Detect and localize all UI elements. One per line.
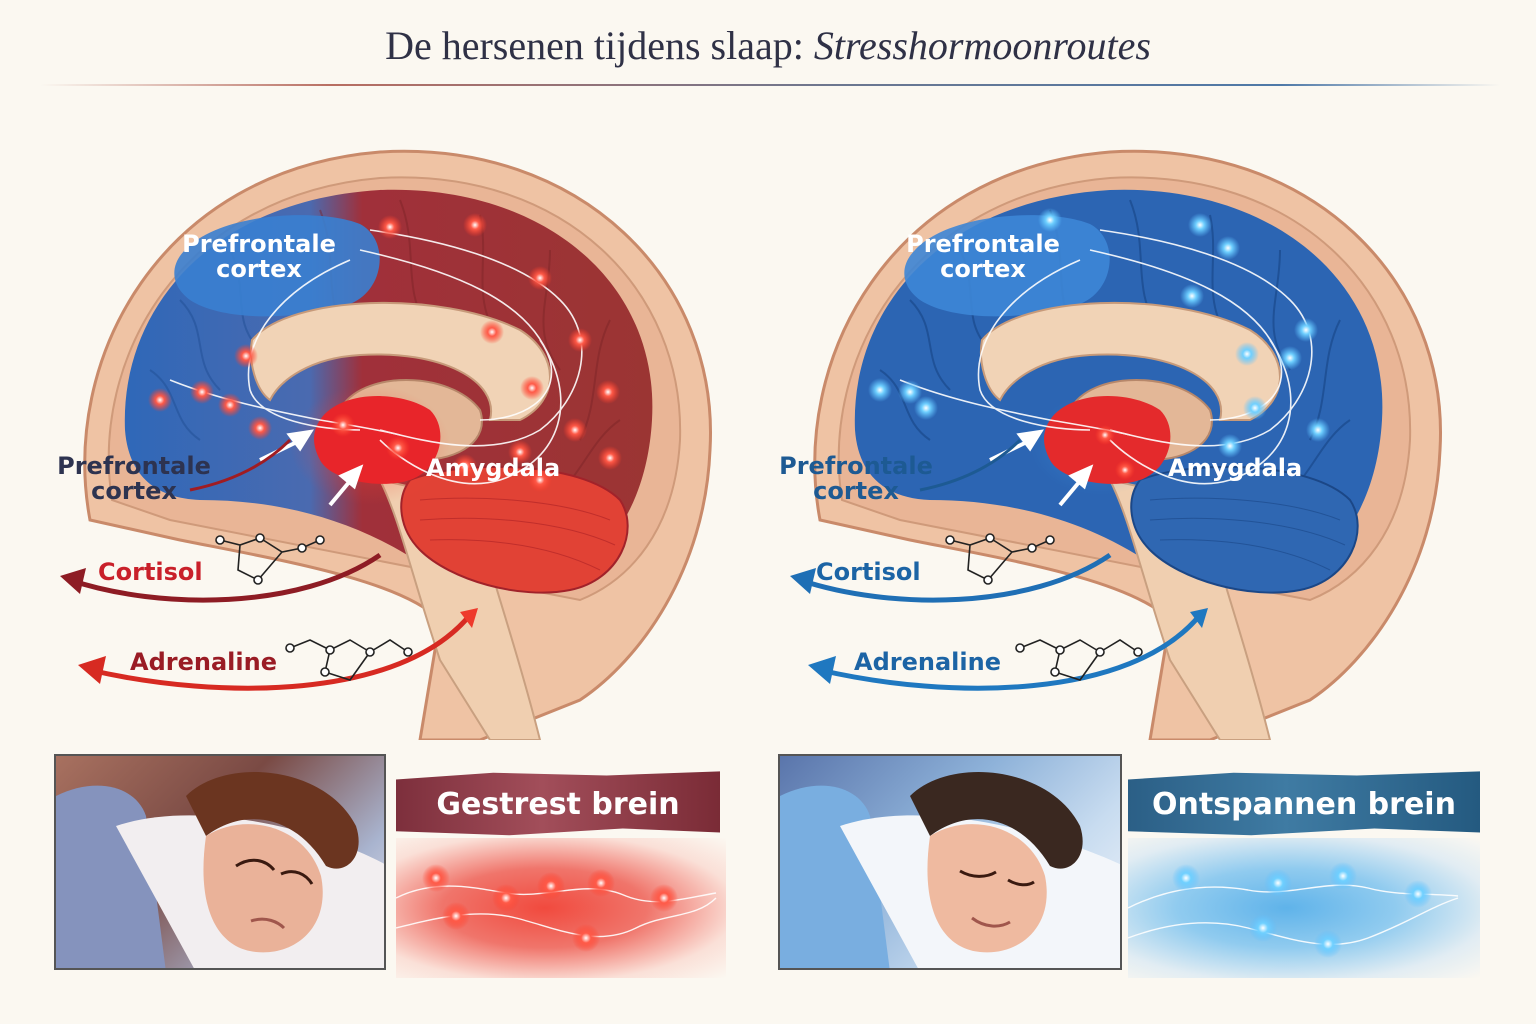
pfc-outer-line2: cortex xyxy=(91,477,177,506)
pfc-inner-label: Prefrontale cortex xyxy=(174,230,344,284)
relaxed-neural-network-icon xyxy=(1128,862,1459,958)
pfc-inner-line1: Prefrontale xyxy=(906,230,1060,258)
relaxed-brain-illustration xyxy=(790,149,1442,740)
pfc-outer-label: Prefrontale cortex xyxy=(54,452,214,506)
cortisol-label: Cortisol xyxy=(816,558,921,586)
stressed-sleeper-image xyxy=(54,754,386,970)
relaxed-brain-banner: Ontspannen brein xyxy=(1128,771,1480,836)
adrenaline-label: Adrenaline xyxy=(854,648,1001,676)
stressed-neural-strip xyxy=(396,838,726,978)
relaxed-sleeper-image xyxy=(778,754,1122,970)
pfc-inner-label: Prefrontale cortex xyxy=(898,230,1068,284)
page-title: De hersenen tijdens slaap: Stresshormoon… xyxy=(0,22,1536,69)
sleeping-woman-frowning-icon xyxy=(56,772,384,968)
relaxed-brain-panel: Prefrontale cortex Amygdala Prefrontale … xyxy=(750,100,1470,740)
title-divider xyxy=(40,84,1500,86)
pfc-inner-line1: Prefrontale xyxy=(182,230,336,258)
stressed-neural-network-icon xyxy=(396,864,717,952)
amygdala-label: Amygdala xyxy=(1168,454,1303,482)
title-italic: Stresshormoonroutes xyxy=(813,23,1151,68)
sleeping-woman-smiling-icon xyxy=(780,772,1120,968)
stressed-brain-illustration xyxy=(60,149,712,740)
pfc-outer-line2: cortex xyxy=(813,477,899,506)
pfc-outer-line1: Prefrontale xyxy=(57,452,211,480)
pfc-outer-label: Prefrontale cortex xyxy=(776,452,936,506)
stressed-brain-panel: Prefrontale cortex Amygdala Prefrontale … xyxy=(20,100,740,740)
relaxed-neural-strip xyxy=(1128,838,1480,978)
adrenaline-label: Adrenaline xyxy=(130,648,277,676)
stressed-brain-banner: Gestrest brein xyxy=(396,771,720,836)
pfc-inner-line2: cortex xyxy=(216,255,302,284)
pfc-outer-line1: Prefrontale xyxy=(779,452,933,480)
pfc-inner-line2: cortex xyxy=(940,255,1026,284)
cortisol-label: Cortisol xyxy=(98,558,203,586)
title-main: De hersenen tijdens slaap: xyxy=(385,23,804,68)
amygdala-label: Amygdala xyxy=(426,454,561,482)
